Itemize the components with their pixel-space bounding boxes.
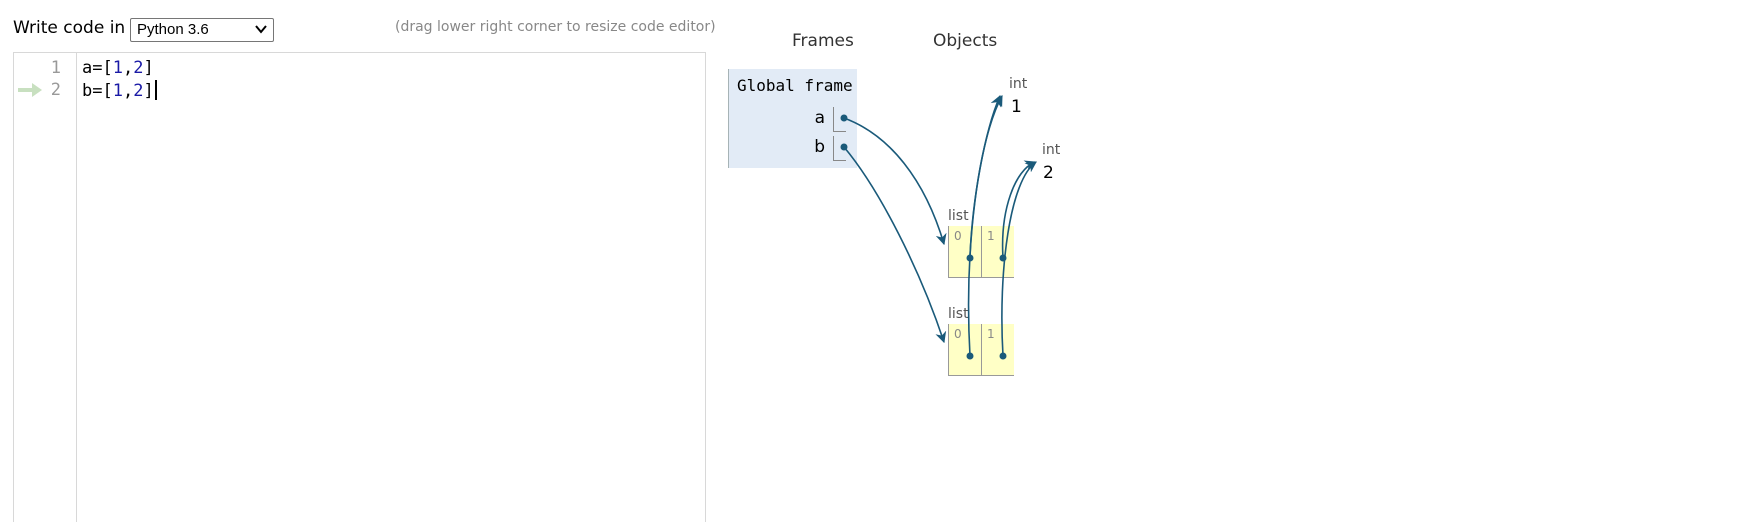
- pointer-dot: [966, 352, 974, 360]
- code-editor[interactable]: 1 a=[1,2] 2 b=[1,2]: [13, 52, 706, 522]
- int-value: 2: [1043, 163, 1054, 183]
- list-index: 1: [987, 327, 995, 341]
- list-type-label: list: [948, 208, 969, 224]
- variable-name: b: [814, 137, 825, 157]
- list-cell: 1: [981, 324, 1014, 376]
- arrow-a-to-list: [843, 117, 947, 246]
- arrow-list2-0-to-int1: [967, 95, 1003, 357]
- variable-pointer-box: [833, 136, 846, 161]
- line-number: 2: [50, 80, 61, 100]
- pointer-dot: [840, 143, 848, 151]
- pointer-dot: [966, 254, 974, 262]
- pointer-dot: [999, 352, 1007, 360]
- text-cursor: [154, 80, 157, 100]
- arrow-list1-1-to-int2: [1001, 160, 1037, 259]
- arrow-list2-1-to-int2: [1001, 161, 1037, 357]
- int-type-label: int: [1042, 142, 1061, 158]
- language-selected-value: Python 3.6: [137, 21, 209, 38]
- int-type-label: int: [1009, 76, 1028, 92]
- line-number: 1: [50, 58, 61, 78]
- int-value: 1: [1011, 97, 1022, 117]
- objects-header: Objects: [933, 31, 998, 51]
- list-cell: 0: [948, 324, 981, 376]
- list-cell: 0: [948, 226, 981, 278]
- language-select[interactable]: Python 3.6: [130, 18, 274, 42]
- frame-title: Global frame: [737, 76, 853, 95]
- list-type-label: list: [948, 306, 969, 322]
- arrow-b-to-list: [843, 146, 947, 344]
- frames-header: Frames: [792, 31, 854, 51]
- current-line-arrow-icon: [18, 83, 42, 97]
- code-line[interactable]: b=[1,2]: [82, 80, 157, 101]
- chevron-down-icon: [255, 25, 267, 34]
- arrow-list1-0-to-int1: [969, 94, 1002, 259]
- global-frame: Global frame a b: [728, 69, 857, 168]
- write-code-label: Write code in: [13, 18, 126, 38]
- list-index: 1: [987, 229, 995, 243]
- pointer-dot: [840, 114, 848, 122]
- list-index: 0: [954, 327, 962, 341]
- list-index: 0: [954, 229, 962, 243]
- line-number-gutter: [14, 53, 77, 522]
- resize-hint: (drag lower right corner to resize code …: [395, 19, 716, 35]
- variable-pointer-box: [833, 107, 846, 132]
- code-line[interactable]: a=[1,2]: [82, 58, 154, 78]
- variable-name: a: [814, 108, 825, 128]
- pointer-dot: [999, 254, 1007, 262]
